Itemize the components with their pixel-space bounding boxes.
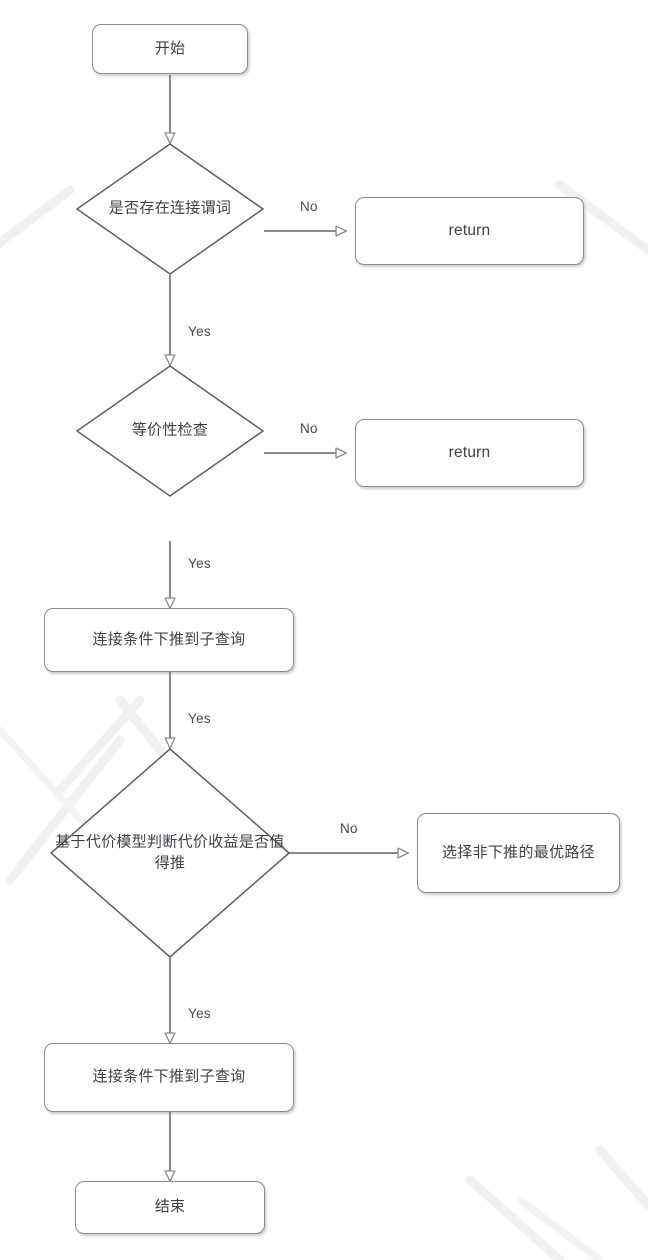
node-pushdown-join-condition-2[interactable]: 连接条件下推到子查询 [44,1043,294,1112]
node-pushdown-join-condition-1-label: 连接条件下推到子查询 [92,630,246,648]
edge-label-d1-yes: Yes [188,324,211,339]
node-decision-equivalence-check-label: 等价性检查 [131,421,209,439]
node-end-label: 结束 [154,1198,186,1216]
node-return-1-label: return [448,221,491,239]
node-decision-has-join-predicate[interactable]: 是否存在连接谓词 [75,143,265,275]
node-end[interactable]: 结束 [75,1181,265,1234]
node-start-label: 开始 [154,39,186,57]
node-decision-has-join-predicate-label: 是否存在连接谓词 [108,199,232,217]
node-return-2-label: return [448,443,491,461]
node-decision-cost-model-label: 基于代价模型判断代价收益是否值得推 [55,833,285,871]
node-pushdown-join-condition-2-label: 连接条件下推到子查询 [92,1068,246,1086]
node-select-non-pushdown-best-path-label: 选择非下推的最优路径 [441,843,595,861]
node-decision-cost-model[interactable]: 基于代价模型判断代价收益是否值得推 [49,748,291,958]
edge-label-d2-yes: Yes [188,556,211,571]
edge-label-d1-no: No [300,199,318,214]
node-return-1[interactable]: return [355,197,584,265]
node-select-non-pushdown-best-path[interactable]: 选择非下推的最优路径 [417,813,620,893]
node-return-2[interactable]: return [355,419,584,487]
node-decision-equivalence-check[interactable]: 等价性检查 [75,365,265,497]
edge-label-d3-no: No [340,821,358,836]
edge-label-d3-yes: Yes [188,1006,211,1021]
edge-label-push1-yes: Yes [188,711,211,726]
node-start[interactable]: 开始 [92,24,248,74]
edge-label-d2-no: No [300,421,318,436]
node-pushdown-join-condition-1[interactable]: 连接条件下推到子查询 [44,608,294,672]
